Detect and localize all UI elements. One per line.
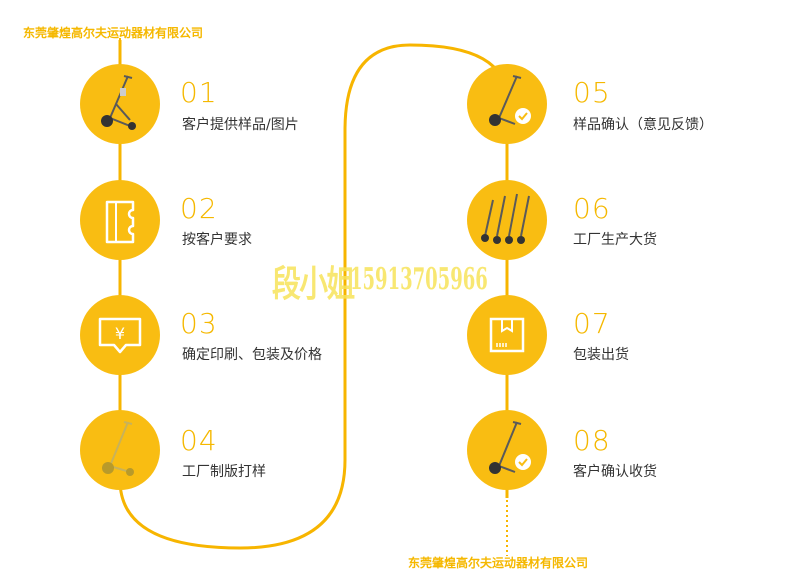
step-04-text: 工厂制版打样 <box>182 464 266 480</box>
golf-cart-check-icon <box>489 75 531 126</box>
company-label-bottom: 东莞肇煌高尔夫运动器材有限公司 <box>408 556 589 570</box>
step-07-number: 07 <box>573 307 611 340</box>
step-03-circle: ¥ <box>80 295 160 375</box>
step-02-text: 按客户要求 <box>182 232 252 248</box>
step-07-text: 包装出货 <box>573 347 629 363</box>
golf-cart-sample-icon <box>102 421 134 476</box>
step-01-circle <box>80 64 160 144</box>
step-04-number: 04 <box>180 424 218 457</box>
step-05-circle <box>467 64 547 144</box>
price-chat-icon: ¥ <box>98 317 142 354</box>
voucher-icon <box>105 200 135 244</box>
company-label-top: 东莞肇煌高尔夫运动器材有限公司 <box>23 26 204 40</box>
golf-cart-received-icon <box>489 421 531 474</box>
golf-cart-icon <box>101 75 136 130</box>
step-02-circle <box>80 180 160 260</box>
watermark-name: 段小姐 <box>272 263 355 305</box>
svg-text:¥: ¥ <box>115 324 125 343</box>
step-07-circle <box>467 295 547 375</box>
step-02-number: 02 <box>180 192 218 225</box>
step-05-text: 样品确认（意见反馈） <box>573 117 713 133</box>
step-01-number: 01 <box>180 76 218 109</box>
step-06-circle <box>467 180 547 260</box>
golf-carts-batch-icon <box>481 193 530 244</box>
step-03-text: 确定印刷、包装及价格 <box>182 347 322 363</box>
step-03-number: 03 <box>180 307 218 340</box>
step-08-number: 08 <box>573 424 611 457</box>
step-08-circle <box>467 410 547 490</box>
step-01-text: 客户提供样品/图片 <box>182 117 299 133</box>
watermark-phone: 15913705966 <box>350 262 488 297</box>
step-06-number: 06 <box>573 192 611 225</box>
flow-path <box>118 40 509 550</box>
package-box-icon <box>489 317 525 353</box>
step-06-text: 工厂生产大货 <box>573 232 657 248</box>
step-05-number: 05 <box>573 76 611 109</box>
step-04-circle <box>80 410 160 490</box>
step-08-text: 客户确认收货 <box>573 464 657 480</box>
